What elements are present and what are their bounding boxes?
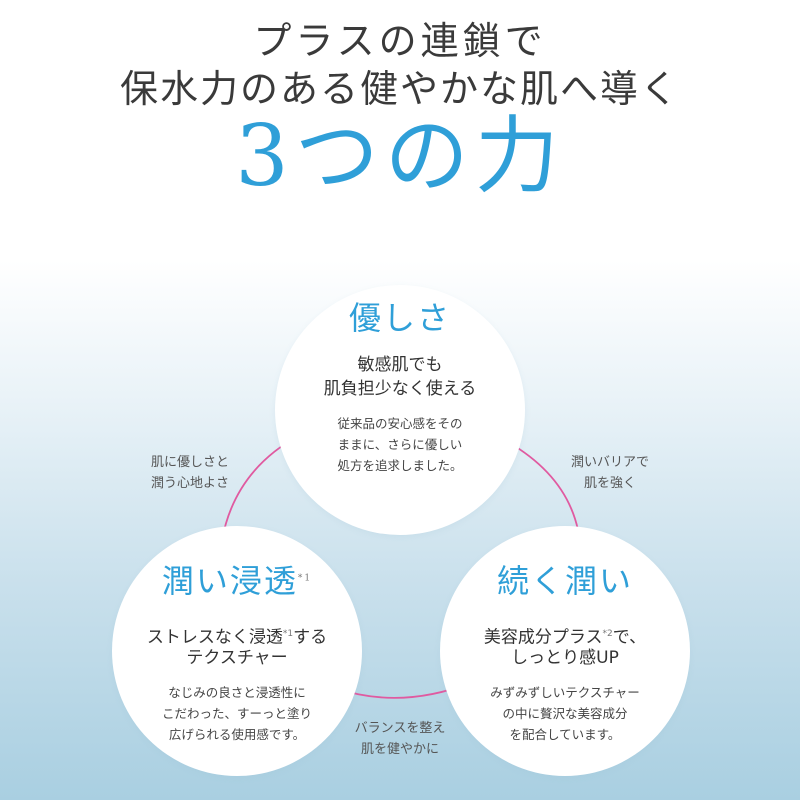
circle-body-line-3: 広げられる使用感です。 — [168, 727, 306, 742]
subtitle-text-b: する — [293, 627, 328, 648]
subtitle-text-a: 美容成分プラス — [483, 627, 603, 648]
circle-title: 潤い浸透*1 — [112, 556, 362, 602]
footnote-mark: *1 — [282, 629, 294, 639]
connector-label-line-2: 肌を健やかに — [360, 742, 439, 757]
subtitle-text-a: ストレスなく浸透 — [146, 627, 283, 648]
circle-subtitle-line-2: しっとり感UP — [511, 648, 619, 668]
headline-line-2: 保水力のある健やかな肌へ導く — [119, 67, 680, 111]
subtitle-text-b: で、 — [612, 627, 647, 648]
circle-title: 優しさ — [348, 299, 451, 337]
circle-title: 続く潤い — [496, 562, 633, 600]
connector-label-line-1: 肌に優しさと — [150, 455, 229, 470]
circle-body-line-3: を配合しています。 — [509, 727, 621, 742]
circle-body-line-2: の中に贅沢な美容成分 — [502, 706, 628, 721]
circle-body-line-1: 従来品の安心感をその — [337, 416, 463, 431]
circle-subtitle-line-2: 肌負担少なく使える — [323, 379, 477, 399]
circle-body-line-1: なじみの良さと浸透性に — [168, 685, 306, 700]
connector-label-left: 肌に優しさと 潤う心地よさ — [125, 452, 255, 494]
circle-subtitle-line-1: ストレスなく浸透*1する — [112, 622, 362, 650]
connector-label-line-1: 潤いバリアで — [570, 455, 649, 470]
connector-label-right: 潤いバリアで 肌を強く — [545, 452, 675, 494]
footnote-mark: *2 — [602, 629, 613, 639]
main-title: 3つの力 — [235, 107, 565, 205]
connector-label-line-1: バランスを整え — [354, 721, 446, 736]
connector-label-bottom: バランスを整え 肌を健やかに — [335, 718, 465, 760]
circle-body-line-1: みずみずしいテクスチャー — [490, 685, 640, 700]
circle-gentleness: 優しさ 敏感肌でも 肌負担少なく使える 従来品の安心感をその ままに、さらに優し… — [275, 285, 525, 535]
circle-moisture-penetration: 潤い浸透*1 ストレスなく浸透*1する テクスチャー なじみの良さと浸透性に こ… — [112, 526, 362, 776]
headline-line-1: プラスの連鎖で — [253, 19, 547, 63]
footnote-mark: *1 — [297, 573, 313, 584]
circle-lasting-moisture: 続く潤い 美容成分プラス*2で、 しっとり感UP みずみずしいテクスチャー の中… — [440, 526, 690, 776]
circle-body-line-2: ままに、さらに優しい — [337, 437, 463, 452]
circle-title-text: 潤い浸透 — [161, 562, 298, 600]
circle-subtitle-line-2: テクスチャー — [186, 648, 288, 668]
connector-label-line-2: 肌を強く — [583, 476, 636, 491]
circle-subtitle-line-1: 敏感肌でも — [357, 355, 443, 375]
circle-body-line-3: 処方を追求しました。 — [337, 458, 463, 473]
circle-body-line-2: こだわった、すーっと塗り — [161, 706, 312, 721]
connector-label-line-2: 潤う心地よさ — [150, 476, 229, 491]
circle-subtitle-line-1: 美容成分プラス*2で、 — [440, 622, 690, 650]
